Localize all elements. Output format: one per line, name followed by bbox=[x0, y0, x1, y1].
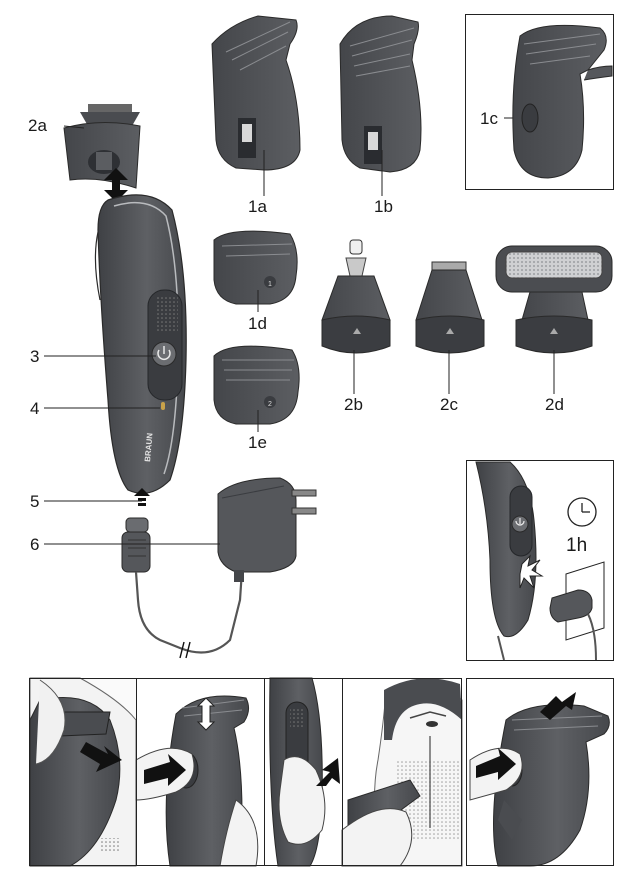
label-3: 3 bbox=[30, 347, 40, 366]
label-2b: 2b bbox=[344, 395, 363, 414]
comb-1d bbox=[213, 230, 298, 305]
plug-arrow bbox=[134, 488, 150, 506]
label-2c: 2c bbox=[440, 395, 458, 414]
inset-frame-charging bbox=[466, 460, 614, 661]
comb-number-2: 2 bbox=[268, 401, 272, 408]
label-2d: 2d bbox=[545, 395, 564, 414]
leader-lines bbox=[44, 117, 555, 545]
panel-divider-3 bbox=[342, 678, 344, 866]
label-2a: 2a bbox=[28, 116, 47, 135]
label-1b: 1b bbox=[374, 197, 393, 216]
comb-1a bbox=[211, 15, 301, 171]
trimmer-body bbox=[94, 194, 187, 494]
step-panel-4 bbox=[341, 678, 463, 867]
brand-logo: BRAUN bbox=[143, 432, 155, 462]
body-shaver-head-2d bbox=[495, 245, 613, 354]
steps-frame-side bbox=[466, 678, 614, 866]
inset-frame-1c bbox=[465, 14, 614, 190]
power-adapter bbox=[217, 477, 317, 582]
trimmer-head-2a bbox=[63, 104, 141, 189]
precision-head-2c bbox=[415, 261, 485, 354]
inset-charging-illustration bbox=[475, 461, 605, 661]
label-1c: 1c bbox=[480, 109, 498, 128]
step-panel-3 bbox=[264, 677, 342, 867]
inset-1c-illustration bbox=[512, 24, 613, 179]
step-panel-5 bbox=[469, 692, 610, 867]
label-6: 6 bbox=[30, 535, 40, 554]
label-1a: 1a bbox=[248, 197, 267, 216]
comb-number-1: 1 bbox=[268, 281, 272, 288]
panel-divider-1 bbox=[136, 678, 138, 866]
steps-frame-main bbox=[29, 678, 462, 866]
step-panel-2 bbox=[135, 678, 264, 867]
charger-cable bbox=[121, 517, 244, 659]
label-1d: 1d bbox=[248, 314, 267, 333]
label-1e: 1e bbox=[248, 433, 267, 452]
nose-trimmer-head-2b bbox=[321, 239, 391, 354]
comb-1e bbox=[213, 345, 300, 425]
label-5: 5 bbox=[30, 492, 40, 511]
comb-1b bbox=[339, 15, 422, 173]
label-4: 4 bbox=[30, 399, 40, 418]
panel-divider-2 bbox=[264, 678, 266, 866]
charge-time-label: 1h bbox=[566, 535, 588, 556]
attach-arrow-2a bbox=[104, 168, 128, 202]
step-panel-1 bbox=[29, 677, 137, 867]
